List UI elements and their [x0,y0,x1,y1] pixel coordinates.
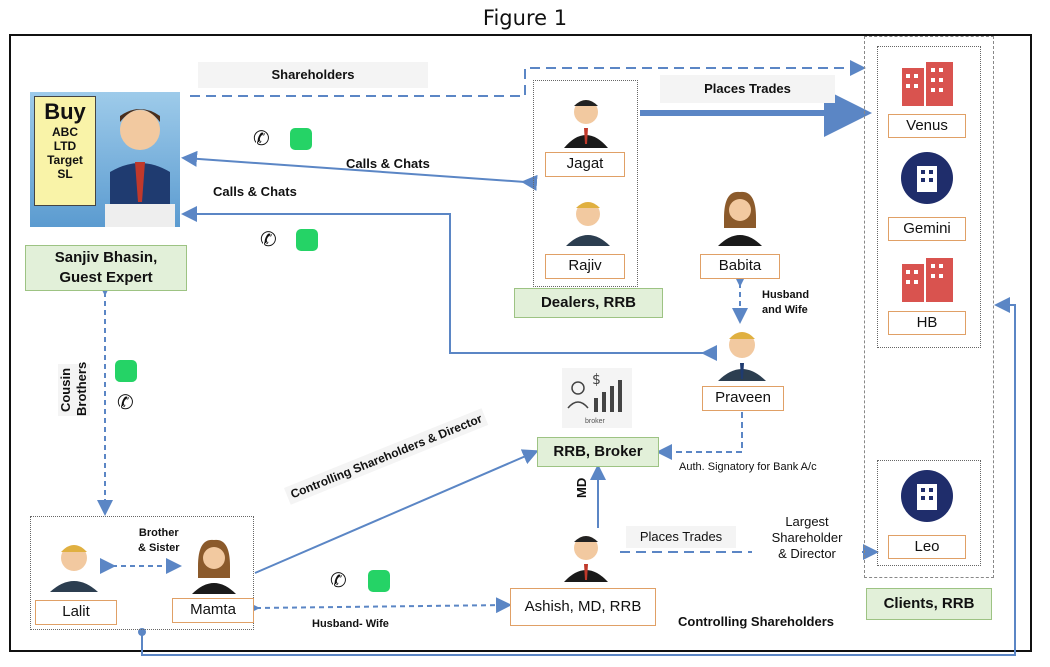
phone-icon: ✆ [117,392,134,414]
broker-icon: $ [562,368,632,428]
places-trades-top-label: Places Trades [660,75,835,103]
ashish-person-icon [564,536,608,582]
babita-person-icon [718,191,762,246]
venus-label: Venus [888,114,966,138]
tv-screen-card: Buy ABC LTD Target SL [34,96,96,206]
controlling-director-arrow [254,449,539,574]
lalit-label: Lalit [35,600,117,625]
hb-label: HB [888,311,966,335]
brother-sister-label: Brother & Sister [138,527,180,554]
jagat-label: Jagat [545,152,625,177]
diagram-frame [9,34,1032,652]
calls-chats-arrow-2 [181,206,717,361]
dealers-box: Dealers, RRB [514,288,663,318]
largest-shareholder-label: Largest Shareholder & Director [752,514,862,562]
tv-line-4: Target [47,153,83,167]
svg-text:$: $ [592,372,601,388]
dealers-group [533,80,638,287]
husband-wife-label-top: Husband and Wife [762,289,810,316]
tv-line-5: SL [57,167,73,181]
venus-building-icon [902,62,953,106]
whatsapp-icon [296,229,318,251]
calls-chats-label-2: Calls & Chats [213,184,297,199]
sanjiv-box: Sanjiv Bhasin, Guest Expert [25,245,187,291]
hb-building-icon [902,258,953,302]
tv-line-2: ABC [52,125,78,139]
broker-caption: broker [585,418,605,425]
controlling-shareholders-label: Controlling Shareholders [678,614,835,629]
ashish-label: Ashish, MD, RRB [510,588,656,626]
whatsapp-icon [290,128,312,150]
clients-box: Clients, RRB [866,588,992,620]
rrb-broker-box: RRB, Broker [537,437,659,467]
phone-icon: ✆ [253,128,270,150]
mamta-label: Mamta [172,598,254,623]
calls-chats-label-1: Calls & Chats [346,156,430,171]
praveen-label: Praveen [702,386,784,411]
lalit-mamta-group [30,516,254,630]
leo-building-icon [901,470,953,522]
auth-signatory-arrow [656,412,743,460]
tv-anchor-image: Buy ABC LTD Target SL [30,92,180,227]
anchor-person-icon [105,109,175,227]
places-trades-bottom-label: Places Trades [626,526,736,548]
gemini-label: Gemini [888,217,966,241]
husband-wife-label-bottom: Husband- Wife [312,618,389,630]
babita-label: Babita [700,254,780,279]
leo-label: Leo [888,535,966,559]
calls-chats-arrow-1 [181,150,538,191]
lalit-person-icon [50,545,98,592]
whatsapp-icon [368,570,390,592]
clients-top-group [877,46,981,348]
phone-icon: ✆ [260,229,277,251]
clients-loop-arrow [141,297,1016,656]
shareholders-arrow [190,60,866,97]
cousin-brothers-label: Cousin Brothers [58,361,90,416]
gemini-building-icon [901,152,953,204]
phone-icon: ✆ [330,570,347,592]
tv-line-buy: Buy [44,99,86,124]
shareholders-label: Shareholders [198,62,428,88]
md-label: MD [574,477,589,498]
husband-wife-arrow-bottom [243,597,512,617]
jagat-person-icon [564,100,608,148]
praveen-person-icon [718,332,766,381]
mamta-person-icon [192,539,236,594]
rajiv-person-icon [566,202,610,246]
whatsapp-icon [115,360,137,382]
clients-bottom-group [877,460,981,566]
tv-line-3: LTD [53,139,77,153]
rajiv-label: Rajiv [545,254,625,279]
clients-group [864,36,994,578]
figure-title: Figure 1 [482,6,568,30]
auth-signatory-label: Auth. Signatory for Bank A/c [679,461,817,473]
